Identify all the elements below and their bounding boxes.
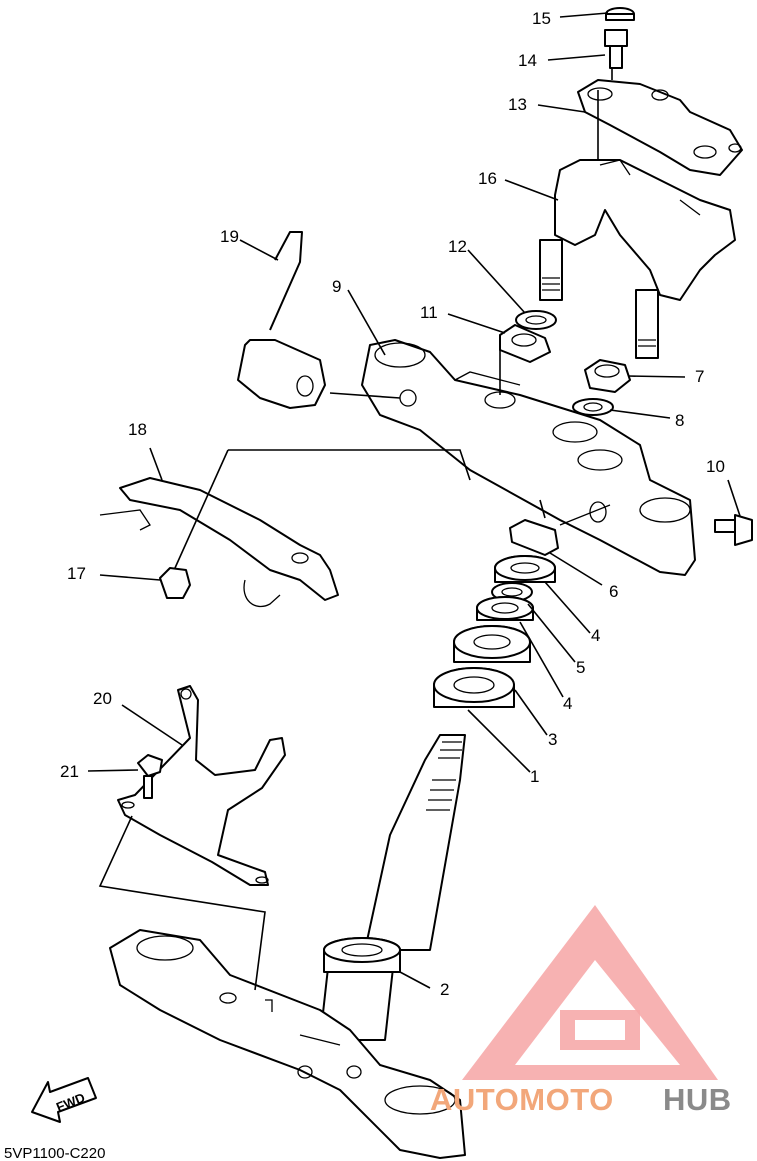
callout-16: 16 bbox=[478, 169, 497, 188]
callout-11: 11 bbox=[420, 303, 438, 322]
bolt-and-cap bbox=[597, 7, 635, 160]
callout-3: 3 bbox=[548, 730, 557, 749]
stay-bracket bbox=[117, 685, 286, 886]
nut-and-washer bbox=[572, 359, 631, 416]
callout-labels: 15 14 13 16 19 12 9 11 7 8 18 10 17 6 4 … bbox=[60, 9, 725, 999]
callout-20: 20 bbox=[93, 689, 112, 708]
callout-21: 21 bbox=[60, 762, 79, 781]
bearing-stack bbox=[433, 519, 559, 708]
callout-9: 9 bbox=[332, 277, 341, 296]
lower-cable-bracket bbox=[99, 477, 339, 608]
callout-8: 8 bbox=[675, 411, 684, 430]
watermark-text-secondary: HUB bbox=[663, 1082, 732, 1117]
callout-13: 13 bbox=[508, 95, 527, 114]
callout-7: 7 bbox=[695, 367, 704, 386]
cable-clip bbox=[237, 231, 326, 409]
callout-18: 18 bbox=[128, 420, 147, 439]
callout-4b: 4 bbox=[563, 694, 572, 713]
washers bbox=[499, 310, 557, 363]
callout-14: 14 bbox=[518, 51, 537, 70]
watermark-text-primary: AUTOMOTO bbox=[430, 1082, 614, 1117]
callout-4a: 4 bbox=[591, 626, 600, 645]
upper-bracket bbox=[361, 339, 696, 576]
callout-15: 15 bbox=[532, 9, 551, 28]
upper-handlebar-holder bbox=[577, 79, 743, 176]
callout-6: 6 bbox=[609, 582, 618, 601]
callout-10: 10 bbox=[706, 457, 725, 476]
callout-12: 12 bbox=[448, 237, 467, 256]
diagram-code: 5VP1100-C220 bbox=[4, 1145, 105, 1161]
callout-2: 2 bbox=[440, 980, 449, 999]
nut-17 bbox=[159, 567, 191, 599]
watermark-logo bbox=[462, 905, 718, 1080]
pinch-bolt bbox=[714, 514, 753, 546]
callout-1: 1 bbox=[530, 767, 539, 786]
leader-lines bbox=[87, 12, 741, 991]
forward-direction-arrow: FWD bbox=[31, 1077, 97, 1123]
callout-17: 17 bbox=[67, 564, 86, 583]
steering-stem bbox=[109, 734, 466, 1159]
callout-19: 19 bbox=[220, 227, 239, 246]
callout-5: 5 bbox=[576, 658, 585, 677]
lower-handlebar-holder bbox=[539, 159, 736, 359]
